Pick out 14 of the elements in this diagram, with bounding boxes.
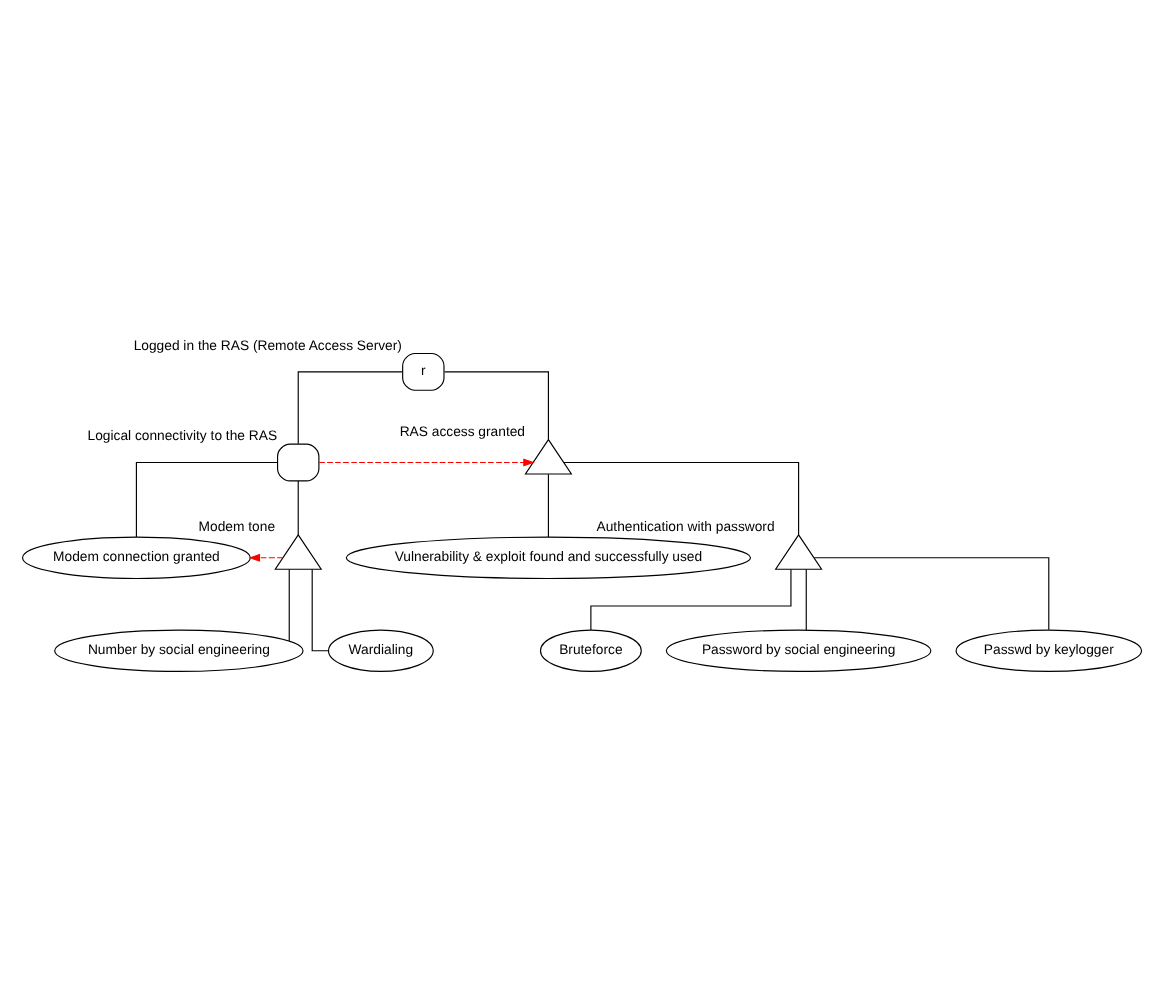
- connector: [311, 568, 330, 651]
- connector: [547, 472, 549, 537]
- connector: [813, 556, 1050, 630]
- connector: [297, 370, 403, 444]
- connector: [563, 460, 800, 535]
- arrow: [248, 552, 284, 561]
- connector: [590, 567, 792, 630]
- connector: [135, 460, 278, 537]
- arrow: [318, 457, 535, 466]
- connector: [805, 568, 807, 630]
- connector: [443, 370, 549, 439]
- connector: [297, 479, 299, 535]
- connector: [288, 568, 290, 641]
- node-box: [277, 442, 320, 481]
